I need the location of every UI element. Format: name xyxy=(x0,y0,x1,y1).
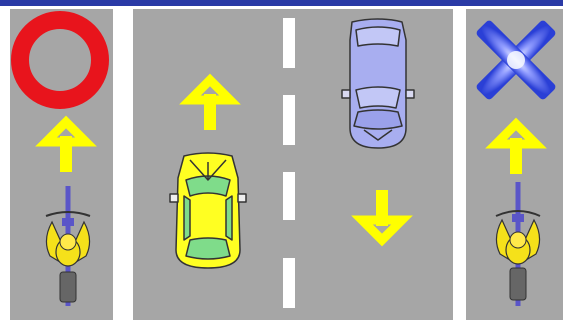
arrow-down-icon xyxy=(351,190,413,247)
arrow-up-icon xyxy=(35,115,97,172)
center-lane-line xyxy=(283,18,295,308)
car-yellow xyxy=(169,152,247,269)
bicycle-rider-right xyxy=(495,182,541,306)
x-mark-icon xyxy=(476,20,556,100)
car-blue xyxy=(341,18,415,149)
top-border xyxy=(0,0,563,6)
circle-mark-icon xyxy=(11,11,109,109)
bicycle-rider-left xyxy=(45,186,91,306)
arrow-up-icon xyxy=(179,73,241,130)
arrow-up-icon xyxy=(485,117,547,174)
